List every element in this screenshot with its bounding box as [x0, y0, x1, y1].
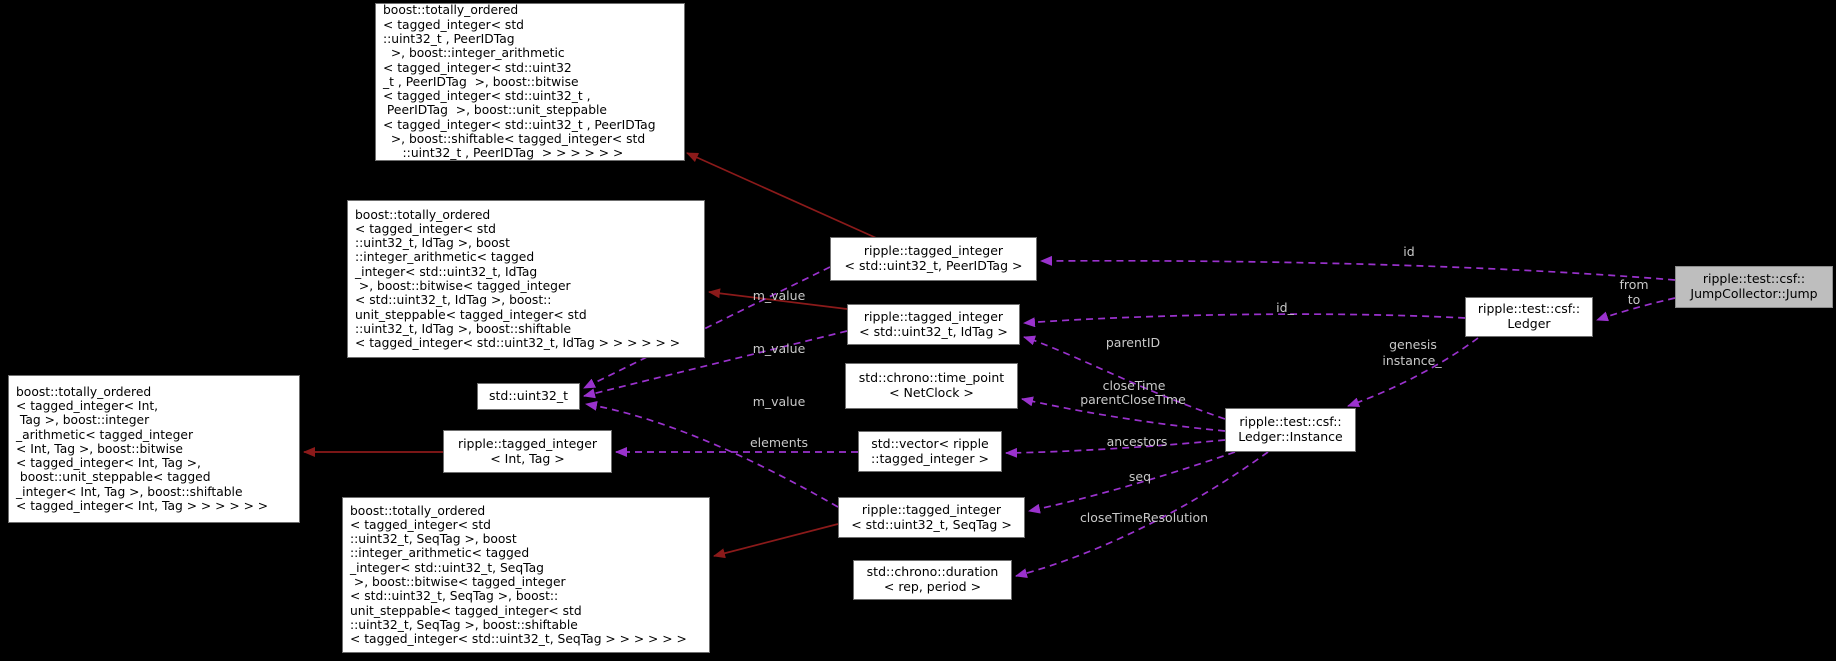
edge-label-ancestors: ancestors	[1107, 434, 1168, 449]
node-std-vector-tagged-integer[interactable]: std::vector< ripple ::tagged_integer >	[858, 431, 1002, 472]
edge-label-id-underscore: id_	[1276, 300, 1294, 315]
node-std-chrono-time-point[interactable]: std::chrono::time_point < NetClock >	[845, 363, 1018, 409]
edge-parentid	[1023, 335, 1226, 420]
edge-label-from: from	[1619, 277, 1648, 292]
edge-label-m-value-2: m_value	[753, 341, 806, 356]
node-boost-totally-ordered-int-tag[interactable]: boost::totally_ordered < tagged_integer<…	[8, 375, 300, 523]
edge-label-parentid: parentID	[1106, 335, 1160, 350]
node-boost-totally-ordered-peeridtag[interactable]: boost::totally_ordered < tagged_integer<…	[375, 3, 685, 161]
edge-label-m-value-1: m_value	[753, 288, 806, 303]
node-boost-totally-ordered-idtag[interactable]: boost::totally_ordered < tagged_integer<…	[347, 200, 705, 358]
edge-label-instance: instance_	[1382, 353, 1442, 368]
edge-closetime	[1021, 396, 1226, 432]
node-boost-totally-ordered-seqtag[interactable]: boost::totally_ordered < tagged_integer<…	[342, 497, 710, 653]
node-ripple-tagged-integer-peeridtag[interactable]: ripple::tagged_integer < std::uint32_t, …	[830, 237, 1037, 281]
edge-label-to: to	[1628, 292, 1641, 307]
edge-ledger-instance	[1347, 337, 1479, 408]
node-ledger-instance[interactable]: ripple::test::csf:: Ledger::Instance	[1225, 408, 1356, 452]
edge-label-id: id	[1403, 244, 1414, 259]
edge-seq	[1028, 451, 1236, 514]
edge-ancestors	[1005, 439, 1226, 458]
node-ledger[interactable]: ripple::test::csf:: Ledger	[1465, 297, 1593, 337]
edge-label-parentclosetime: parentCloseTime	[1080, 392, 1186, 407]
node-ripple-tagged-integer-idtag[interactable]: ripple::tagged_integer < std::uint32_t, …	[847, 304, 1020, 345]
edge-label-genesis: genesis	[1389, 337, 1437, 352]
node-std-chrono-duration[interactable]: std::chrono::duration < rep, period >	[853, 560, 1012, 600]
edge-label-elements: elements	[750, 435, 808, 450]
edge-label-closetime: closeTime	[1103, 378, 1166, 393]
edge-label-m-value-3: m_value	[753, 394, 806, 409]
edge-jump-from-to	[1596, 297, 1676, 322]
edge-label-closetimeresolution: closeTimeResolution	[1080, 510, 1208, 525]
node-ripple-tagged-integer-seqtag[interactable]: ripple::tagged_integer < std::uint32_t, …	[838, 497, 1025, 538]
edge-jump-id	[1040, 255, 1676, 281]
edge-tiid-to-boost	[708, 288, 848, 310]
node-std-uint32-t[interactable]: std::uint32_t	[477, 383, 580, 410]
edge-ledger-id	[1023, 313, 1466, 328]
node-jumpcollector-jump: ripple::test::csf:: JumpCollector::Jump	[1675, 266, 1833, 308]
edge-label-seq: seq	[1129, 469, 1151, 484]
edge-closetimeresolution	[1015, 451, 1269, 579]
edge-tipeerid-to-boost	[686, 152, 884, 242]
edge-tiseq-to-boost	[713, 523, 839, 559]
node-ripple-tagged-integer-int-tag[interactable]: ripple::tagged_integer < Int, Tag >	[443, 430, 612, 473]
edge-mvalue-seq	[585, 400, 839, 508]
